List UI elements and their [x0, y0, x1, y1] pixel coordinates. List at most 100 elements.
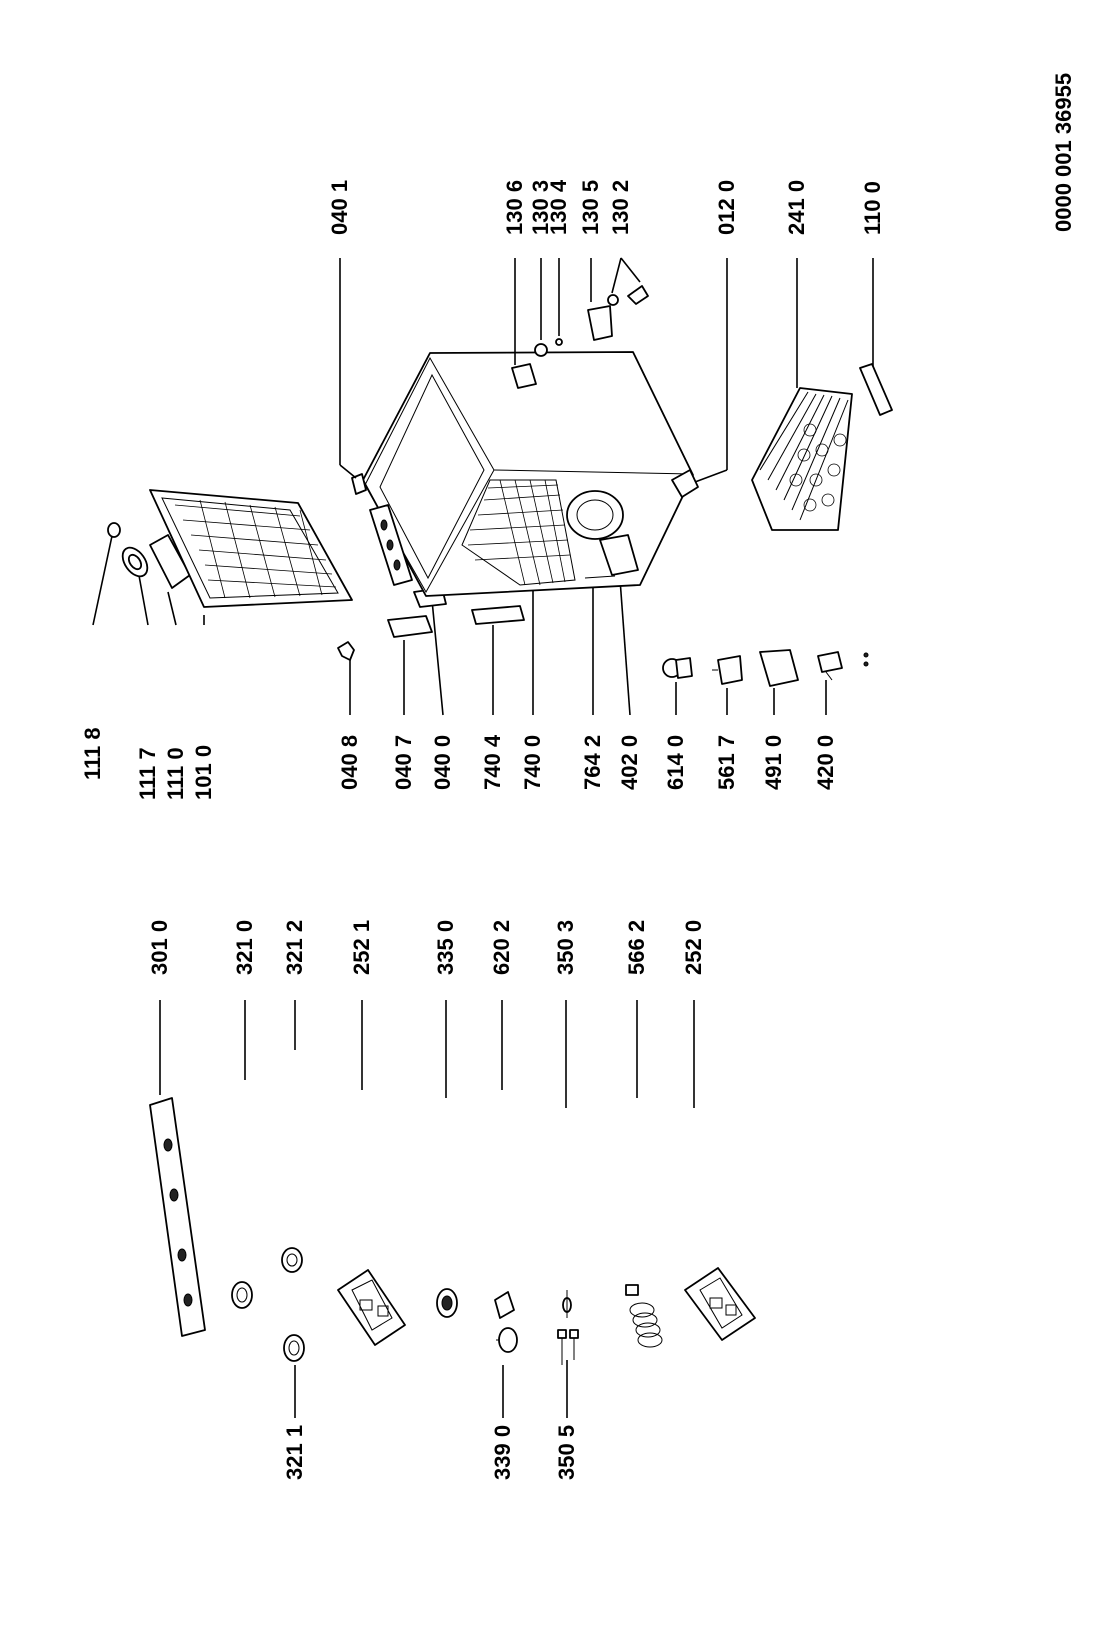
label-740-4: 740 4 — [480, 625, 505, 790]
svg-text:420 0: 420 0 — [813, 735, 838, 790]
label-350-5: 350 5 — [554, 1360, 579, 1480]
label-350-3: 350 3 — [553, 920, 578, 1108]
label-110-0: 110 0 — [860, 181, 885, 368]
switch-335-0-part — [436, 1288, 458, 1318]
label-614-0: 614 0 — [663, 682, 688, 790]
label-130-6: 130 6 — [502, 180, 527, 365]
svg-text:012 0: 012 0 — [714, 180, 739, 235]
label-566-2: 566 2 — [624, 920, 649, 1098]
svg-text:740 4: 740 4 — [480, 734, 505, 790]
svg-text:110 0: 110 0 — [860, 181, 885, 235]
refrigerator-cabinet-part — [351, 351, 699, 597]
label-012-0: 012 0 — [694, 180, 739, 483]
svg-text:335 0: 335 0 — [433, 920, 458, 975]
pin-350-5-part — [557, 1329, 579, 1365]
label-241-0: 241 0 — [784, 180, 809, 388]
label-111-0: 111 0 — [163, 591, 188, 800]
bracket-part — [471, 605, 525, 625]
label-111-7: 111 7 — [135, 569, 160, 800]
document-number: 0000 001 36955 — [1051, 73, 1076, 232]
door-handle-part — [121, 546, 149, 578]
lamp-part — [534, 343, 548, 357]
label-040-7: 040 7 — [391, 640, 416, 790]
svg-text:350 3: 350 3 — [553, 920, 578, 975]
svg-text:321 1: 321 1 — [282, 1425, 307, 1480]
svg-text:130 2: 130 2 — [608, 180, 633, 235]
svg-text:130 6: 130 6 — [502, 180, 527, 235]
svg-text:350 5: 350 5 — [554, 1425, 579, 1480]
spring-566-2-part — [625, 1284, 663, 1348]
svg-text:561 7: 561 7 — [714, 735, 739, 790]
label-420-0: 420 0 — [813, 680, 838, 790]
door-knob-part — [107, 522, 121, 538]
knob-321-2-part — [281, 1247, 303, 1273]
label-321-1: 321 1 — [282, 1365, 307, 1480]
knob-339-0-part — [496, 1327, 518, 1353]
svg-text:740 0: 740 0 — [520, 735, 545, 790]
relay-part — [712, 655, 743, 685]
svg-text:111 0: 111 0 — [163, 747, 188, 800]
label-130-4: 130 4 — [546, 179, 571, 336]
screw-part — [555, 338, 563, 346]
label-335-0: 335 0 — [433, 920, 458, 1098]
door-panel-part — [149, 489, 353, 608]
label-402-0: 402 0 — [617, 551, 642, 790]
svg-text:321 0: 321 0 — [232, 920, 257, 975]
label-130-3: 130 3 — [528, 180, 553, 340]
label-491-0: 491 0 — [761, 688, 786, 790]
label-130-5: 130 5 — [578, 180, 603, 302]
label-740-0: 740 0 — [520, 585, 545, 790]
label-101-0: 101 0 — [191, 615, 216, 800]
capacitor-part — [817, 651, 869, 681]
svg-text:111 8: 111 8 — [80, 727, 105, 780]
label-764-2: 764 2 — [580, 578, 605, 790]
svg-text:491 0: 491 0 — [761, 735, 786, 790]
label-339-0: 339 0 — [490, 1365, 515, 1480]
label-321-0: 321 0 — [232, 920, 257, 1080]
connector-620-2-part — [494, 1291, 515, 1319]
label-321-2: 321 2 — [282, 920, 307, 1050]
svg-text:764 2: 764 2 — [580, 735, 605, 790]
label-252-0: 252 0 — [681, 920, 706, 1108]
svg-text:252 0: 252 0 — [681, 920, 706, 975]
housing-252-1-part — [337, 1269, 406, 1346]
svg-text:241 0: 241 0 — [784, 180, 809, 235]
svg-text:040 8: 040 8 — [337, 735, 362, 790]
housing-252-0-part — [684, 1267, 756, 1341]
svg-text:040 7: 040 7 — [391, 735, 416, 790]
knob-321-0-part — [231, 1281, 253, 1309]
label-620-2: 620 2 — [489, 920, 514, 1090]
shelf-bracket-part — [859, 363, 893, 416]
svg-text:111 7: 111 7 — [135, 747, 160, 800]
svg-text:040 1: 040 1 — [327, 180, 352, 235]
thermostat-part — [662, 657, 693, 679]
pin-350-3-part — [562, 1290, 572, 1318]
svg-text:321 2: 321 2 — [282, 920, 307, 975]
svg-text:130 3: 130 3 — [528, 180, 553, 235]
svg-text:301 0: 301 0 — [147, 920, 172, 975]
label-040-8: 040 8 — [337, 660, 362, 790]
wire-basket-part — [751, 387, 853, 531]
label-301-0: 301 0 — [147, 920, 172, 1095]
control-panel-part — [149, 1097, 206, 1337]
svg-text:566 2: 566 2 — [624, 920, 649, 975]
switch-part — [607, 285, 649, 306]
svg-text:130 5: 130 5 — [578, 180, 603, 235]
lamp-holder-part — [511, 363, 537, 389]
svg-text:614 0: 614 0 — [663, 735, 688, 790]
hinge-pin-part — [337, 641, 355, 661]
hinge-bracket-part — [387, 615, 433, 638]
svg-text:101 0: 101 0 — [191, 745, 216, 800]
svg-text:339 0: 339 0 — [490, 1425, 515, 1480]
svg-text:252 1: 252 1 — [349, 920, 374, 975]
label-111-8: 111 8 — [80, 535, 113, 780]
svg-text:402 0: 402 0 — [617, 735, 642, 790]
label-040-1: 040 1 — [327, 180, 357, 479]
label-561-7: 561 7 — [714, 688, 739, 790]
svg-text:620 2: 620 2 — [489, 920, 514, 975]
label-252-1: 252 1 — [349, 920, 374, 1090]
label-040-0: 040 0 — [430, 599, 455, 790]
relay-cover-part — [759, 649, 799, 687]
lamp-cover-part — [587, 305, 613, 341]
